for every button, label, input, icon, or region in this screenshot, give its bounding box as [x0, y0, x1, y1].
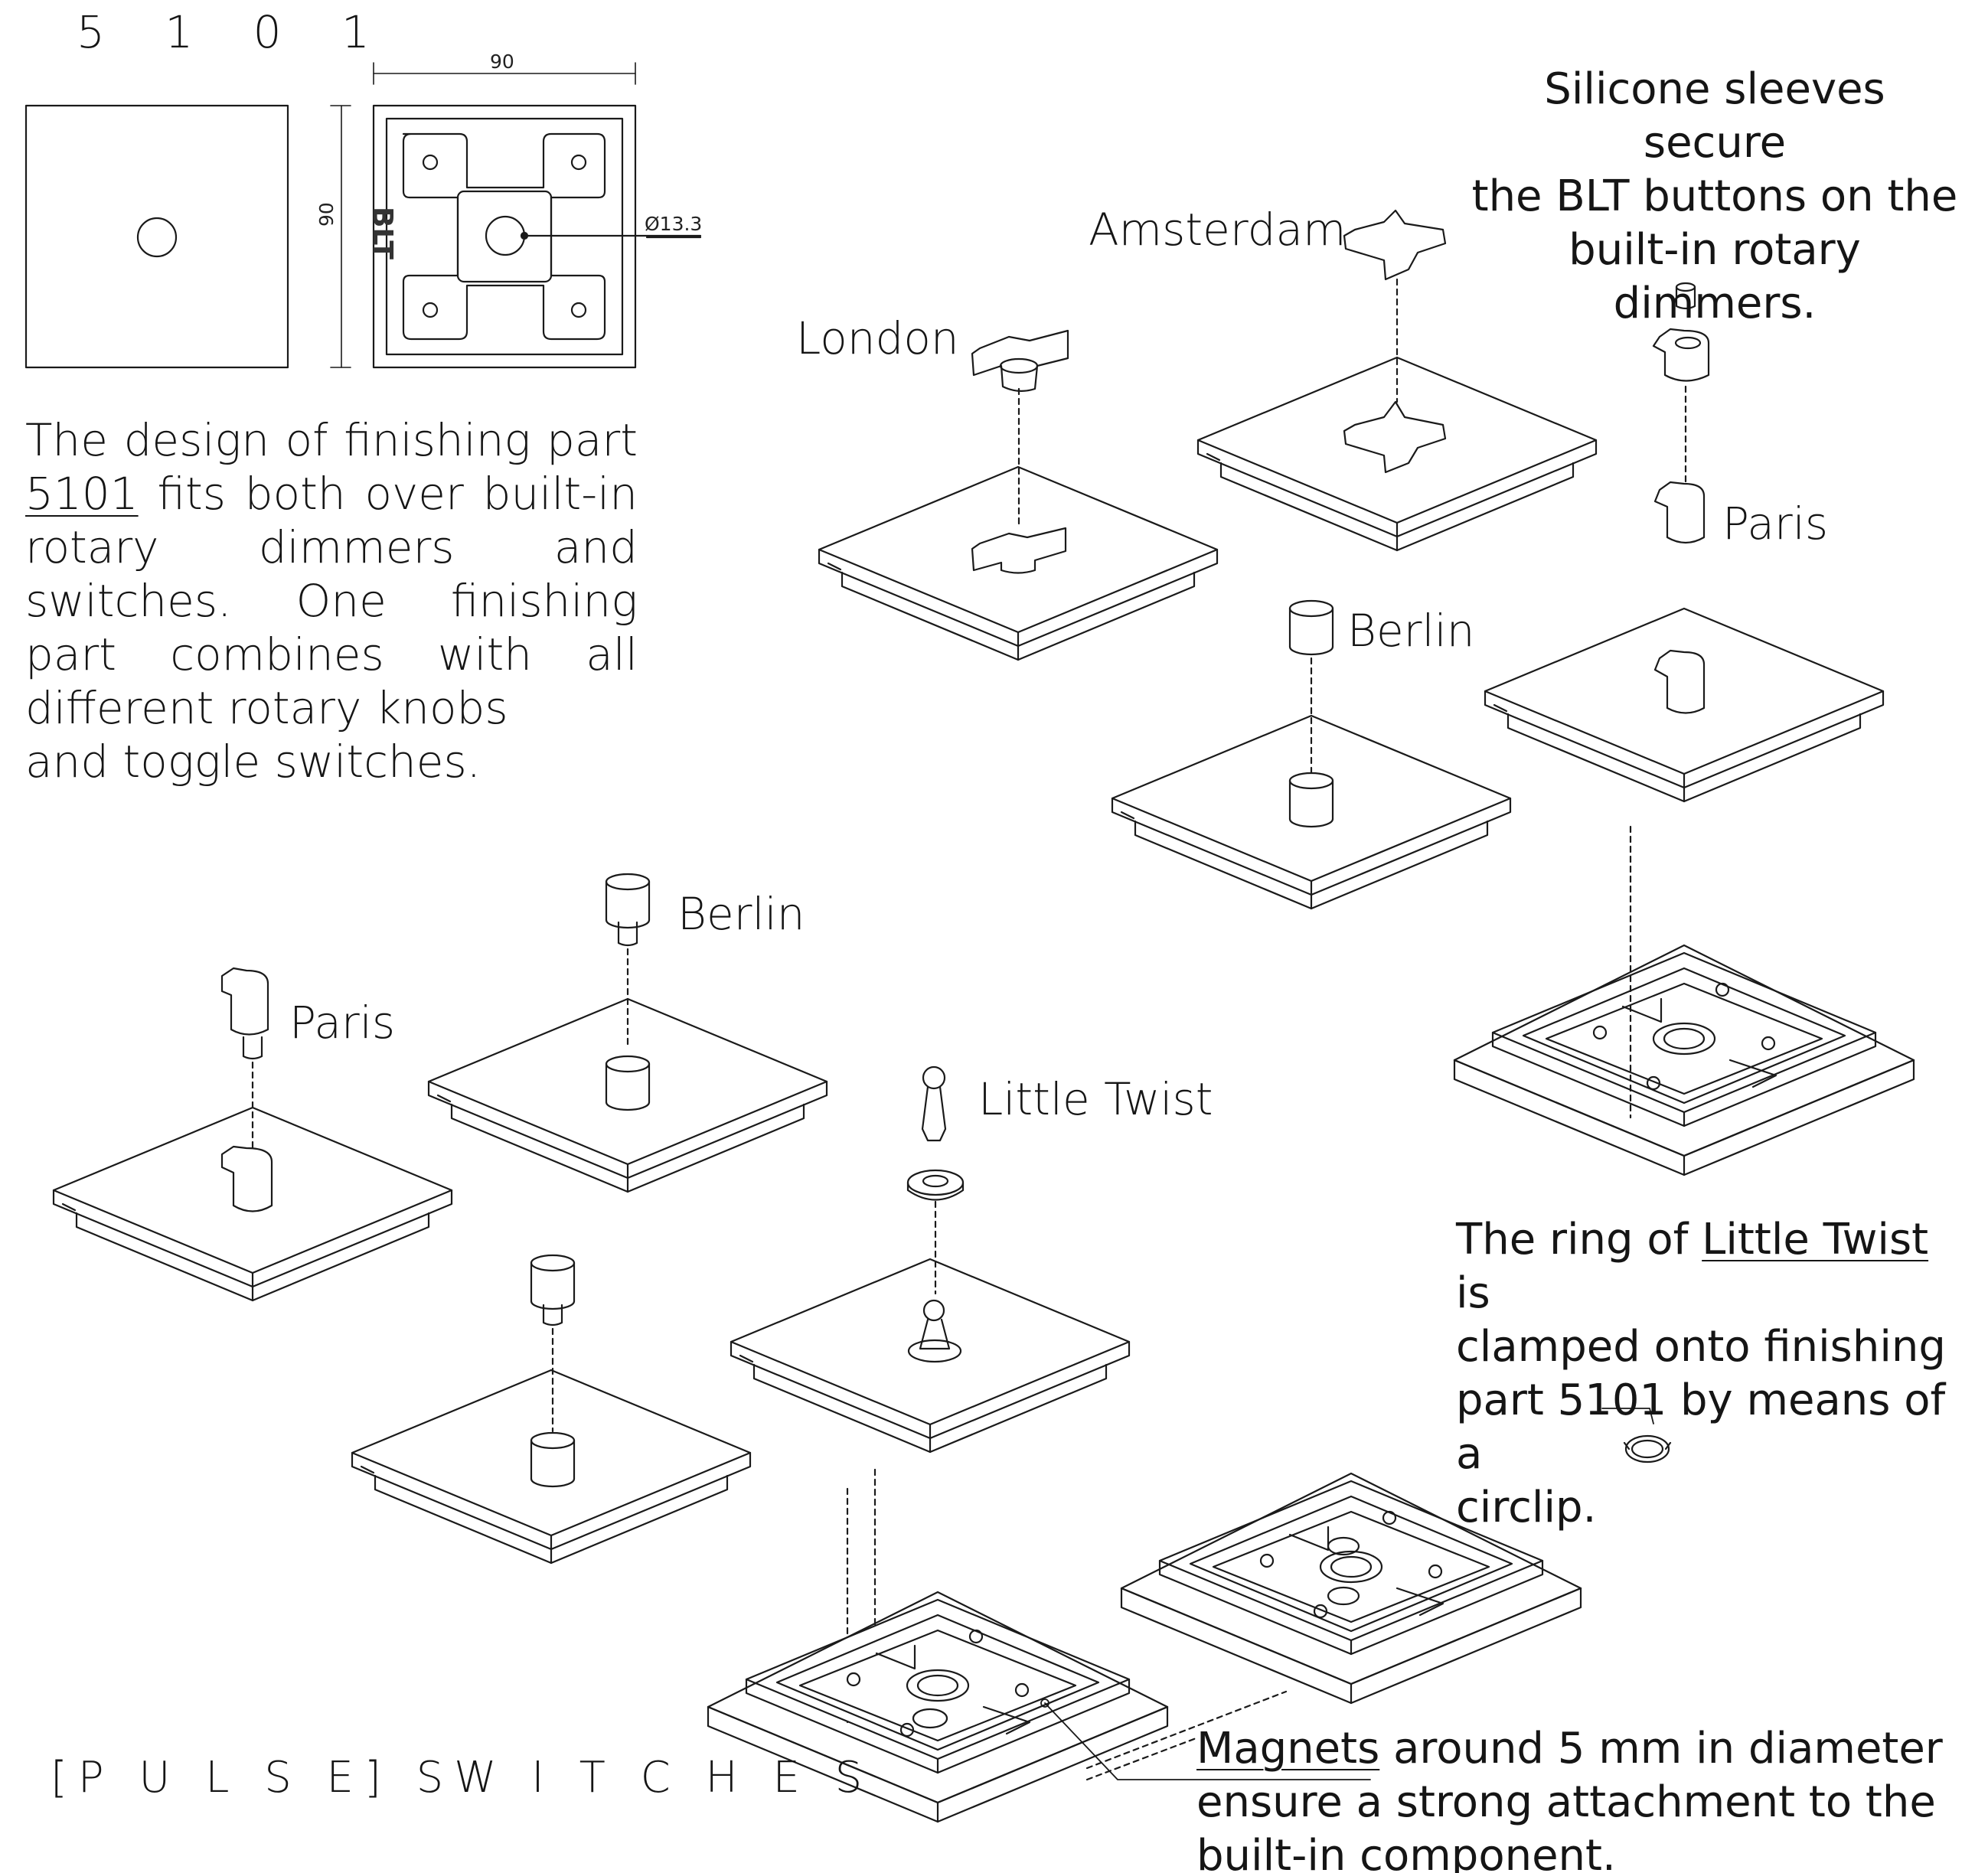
footer-title: [P U L S E] SW I T C H E S [51, 1753, 873, 1803]
plate-berlin-top [1111, 714, 1512, 910]
front-view [24, 104, 289, 369]
magnet-link[interactable]: Magnets [1196, 1724, 1380, 1773]
knob-berlin-bottom [605, 873, 651, 1111]
ring-note: The ring of Little Twist is clamped onto… [1456, 1213, 1961, 1535]
magnet-line-1-rest: around 5 mm in diameter [1393, 1724, 1943, 1773]
label-amsterdam: Amsterdam [1089, 204, 1347, 256]
magnet-note: Magnets around 5 mm in diameter ensure a… [1196, 1722, 1962, 1873]
description-text: The design of finishing part 5101 fits b… [25, 413, 638, 788]
knob-amsterdam [1343, 209, 1447, 474]
plate-little-twist [730, 1258, 1131, 1454]
ring-line-4: circlip. [1456, 1483, 1597, 1532]
knob-pulse-bottom [530, 1254, 576, 1488]
diameter-dimension: Ø13.3 [645, 213, 703, 235]
circlip-details [912, 1536, 1360, 1781]
width-dimension: 90 [490, 51, 514, 73]
label-little-twist: Little Twist [978, 1073, 1213, 1125]
plate-berlin-bottom [427, 997, 828, 1193]
ring-line-3: part 5101 by means of a [1456, 1375, 1946, 1479]
knob-paris-bottom [220, 967, 273, 1212]
label-paris-bottom: Paris [289, 997, 396, 1049]
ring-line-2: clamped onto finishing [1456, 1322, 1946, 1372]
label-berlin-top: Berlin [1347, 605, 1475, 657]
description-part-link[interactable]: 5101 [25, 468, 139, 520]
base-top-right [1453, 944, 1915, 1176]
knob-london [971, 329, 1069, 574]
dimension-lines [330, 62, 636, 368]
back-view [372, 104, 702, 369]
page-title: 5 1 0 1 [77, 6, 393, 58]
leader-lines [1040, 1408, 1654, 1780]
ring-pre: The ring of [1456, 1215, 1689, 1264]
height-dimension: 90 [315, 202, 338, 227]
circlip-icon [1623, 1434, 1672, 1463]
silicone-line-2: the BLT buttons on the [1471, 171, 1958, 221]
ring-post: is [1456, 1268, 1490, 1318]
magnet-line-2: ensure a strong attachment to the [1196, 1777, 1936, 1827]
plate-pulse-bottom [351, 1369, 752, 1565]
knob-berlin-top [1288, 599, 1334, 828]
silicone-line-3: built-in rotary dimmers. [1569, 225, 1861, 328]
description-part2: fits both over built-in rotary dimmers a… [25, 468, 638, 734]
description-part1: The design of finishing part [25, 414, 638, 466]
label-berlin-bottom: Berlin [677, 888, 805, 940]
knob-paris-top [1652, 282, 1710, 714]
description-part3: and toggle switches. [25, 736, 481, 788]
silicone-line-1: Silicone sleeves secure [1544, 64, 1885, 168]
silicone-note: Silicone sleeves secure the BLT buttons … [1470, 63, 1960, 331]
magnet-line-3: built-in component. [1196, 1831, 1616, 1873]
label-london: London [796, 312, 959, 364]
blt-logo: BLT [367, 207, 398, 259]
ring-link-little-twist[interactable]: Little Twist [1702, 1215, 1929, 1264]
label-paris-top: Paris [1722, 498, 1829, 550]
